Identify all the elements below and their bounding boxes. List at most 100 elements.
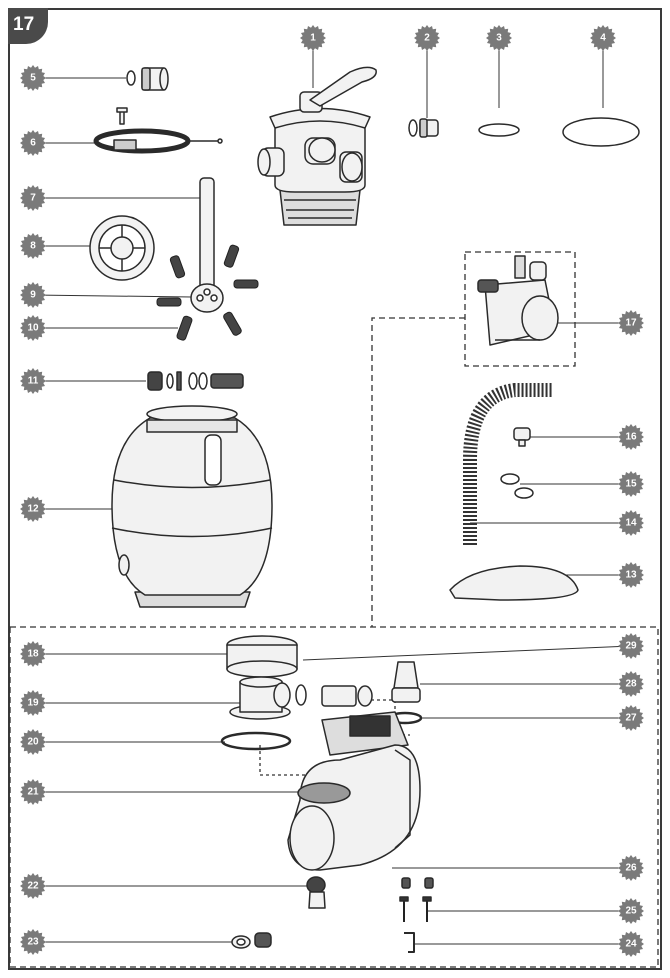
callout-number: 21 — [27, 787, 39, 798]
callout-badge-24: 24 — [618, 931, 644, 957]
callout-number: 12 — [27, 504, 39, 515]
callout-number: 5 — [30, 73, 36, 84]
pump-screws — [401, 877, 434, 889]
badge-shape — [20, 282, 46, 308]
hose-clamps — [500, 473, 534, 499]
callout-number: 9 — [30, 290, 36, 301]
pump-body-with-strainer — [287, 711, 421, 871]
pump-detail-box — [9, 626, 659, 968]
callout-badge-28: 28 — [618, 671, 644, 697]
callout-number: 2 — [424, 33, 430, 44]
badge-shape — [618, 633, 644, 659]
badge-shape — [486, 25, 512, 51]
badge-shape — [20, 496, 46, 522]
callout-badge-10: 10 — [20, 315, 46, 341]
callout-number: 13 — [625, 570, 637, 581]
badge-shape — [20, 690, 46, 716]
page-frame — [8, 8, 662, 970]
callout-number: 29 — [625, 641, 637, 652]
page-number: 17 — [13, 14, 35, 35]
callout-number: 27 — [625, 713, 637, 724]
multiport-valve — [257, 66, 377, 226]
connector-with-ring — [408, 118, 439, 138]
callout-number: 10 — [27, 323, 39, 334]
callout-number: 4 — [600, 33, 606, 44]
badge-shape — [20, 641, 46, 667]
callout-badge-8: 8 — [20, 233, 46, 259]
callout-badge-21: 21 — [20, 779, 46, 805]
callout-badge-25: 25 — [618, 898, 644, 924]
callout-number: 24 — [625, 939, 637, 950]
callout-number: 16 — [625, 432, 637, 443]
callout-badge-12: 12 — [20, 496, 46, 522]
callout-number: 23 — [27, 937, 39, 948]
callout-badge-15: 15 — [618, 471, 644, 497]
callout-badge-23: 23 — [20, 929, 46, 955]
callout-number: 8 — [30, 241, 36, 252]
callout-badge-4: 4 — [590, 25, 616, 51]
callout-number: 1 — [310, 33, 316, 44]
badge-shape — [618, 931, 644, 957]
pump-box — [464, 251, 576, 367]
badge-shape — [414, 25, 440, 51]
callout-badge-19: 19 — [20, 690, 46, 716]
callout-badge-2: 2 — [414, 25, 440, 51]
callout-badge-27: 27 — [618, 705, 644, 731]
callout-badge-29: 29 — [618, 633, 644, 659]
diffuser — [89, 215, 155, 281]
leader-line-29 — [302, 645, 632, 661]
small-gasket — [478, 123, 520, 137]
callout-number: 3 — [496, 33, 502, 44]
strainer-connector — [259, 745, 330, 776]
drain-assembly — [147, 371, 244, 391]
hose-adapter — [126, 67, 169, 91]
union-nut — [226, 635, 298, 678]
pressure-gauge — [513, 427, 531, 447]
callout-badge-5: 5 — [20, 65, 46, 91]
pump-base — [449, 565, 579, 601]
badge-shape — [618, 310, 644, 336]
callout-badge-18: 18 — [20, 641, 46, 667]
callout-number: 6 — [30, 138, 36, 149]
badge-shape — [618, 705, 644, 731]
o-ring — [295, 684, 307, 706]
badge-shape — [618, 855, 644, 881]
callout-number: 28 — [625, 679, 637, 690]
badge-shape — [590, 25, 616, 51]
callout-badge-7: 7 — [20, 185, 46, 211]
elbow-seal — [220, 731, 292, 751]
callout-badge-11: 11 — [20, 368, 46, 394]
elbow-fitting — [229, 676, 291, 720]
callout-badge-9: 9 — [20, 282, 46, 308]
callout-badge-6: 6 — [20, 130, 46, 156]
pressure-fitting — [391, 661, 421, 703]
callout-number: 11 — [28, 376, 39, 387]
callout-badge-26: 26 — [618, 855, 644, 881]
badge-shape — [20, 315, 46, 341]
badge-shape — [20, 368, 46, 394]
badge-shape — [618, 898, 644, 924]
badge-shape — [618, 471, 644, 497]
callout-number: 20 — [27, 737, 39, 748]
center-pipe — [199, 177, 215, 291]
badge-shape — [20, 929, 46, 955]
laterals — [156, 244, 259, 341]
callout-number: 19 — [27, 698, 39, 709]
callout-badge-13: 13 — [618, 562, 644, 588]
callout-number: 17 — [625, 318, 637, 329]
badge-shape — [20, 729, 46, 755]
callout-number: 26 — [625, 863, 637, 874]
badge-shape — [618, 424, 644, 450]
badge-shape — [618, 510, 644, 536]
pump-hose — [463, 383, 552, 545]
tank-clamp — [93, 107, 223, 154]
callout-badge-3: 3 — [486, 25, 512, 51]
badge-shape — [20, 873, 46, 899]
callout-badge-17: 17 — [618, 310, 644, 336]
drain-plug — [306, 876, 326, 909]
lateral-hub — [190, 283, 224, 313]
badge-shape — [20, 779, 46, 805]
callout-badge-16: 16 — [618, 424, 644, 450]
callout-number: 25 — [625, 906, 637, 917]
